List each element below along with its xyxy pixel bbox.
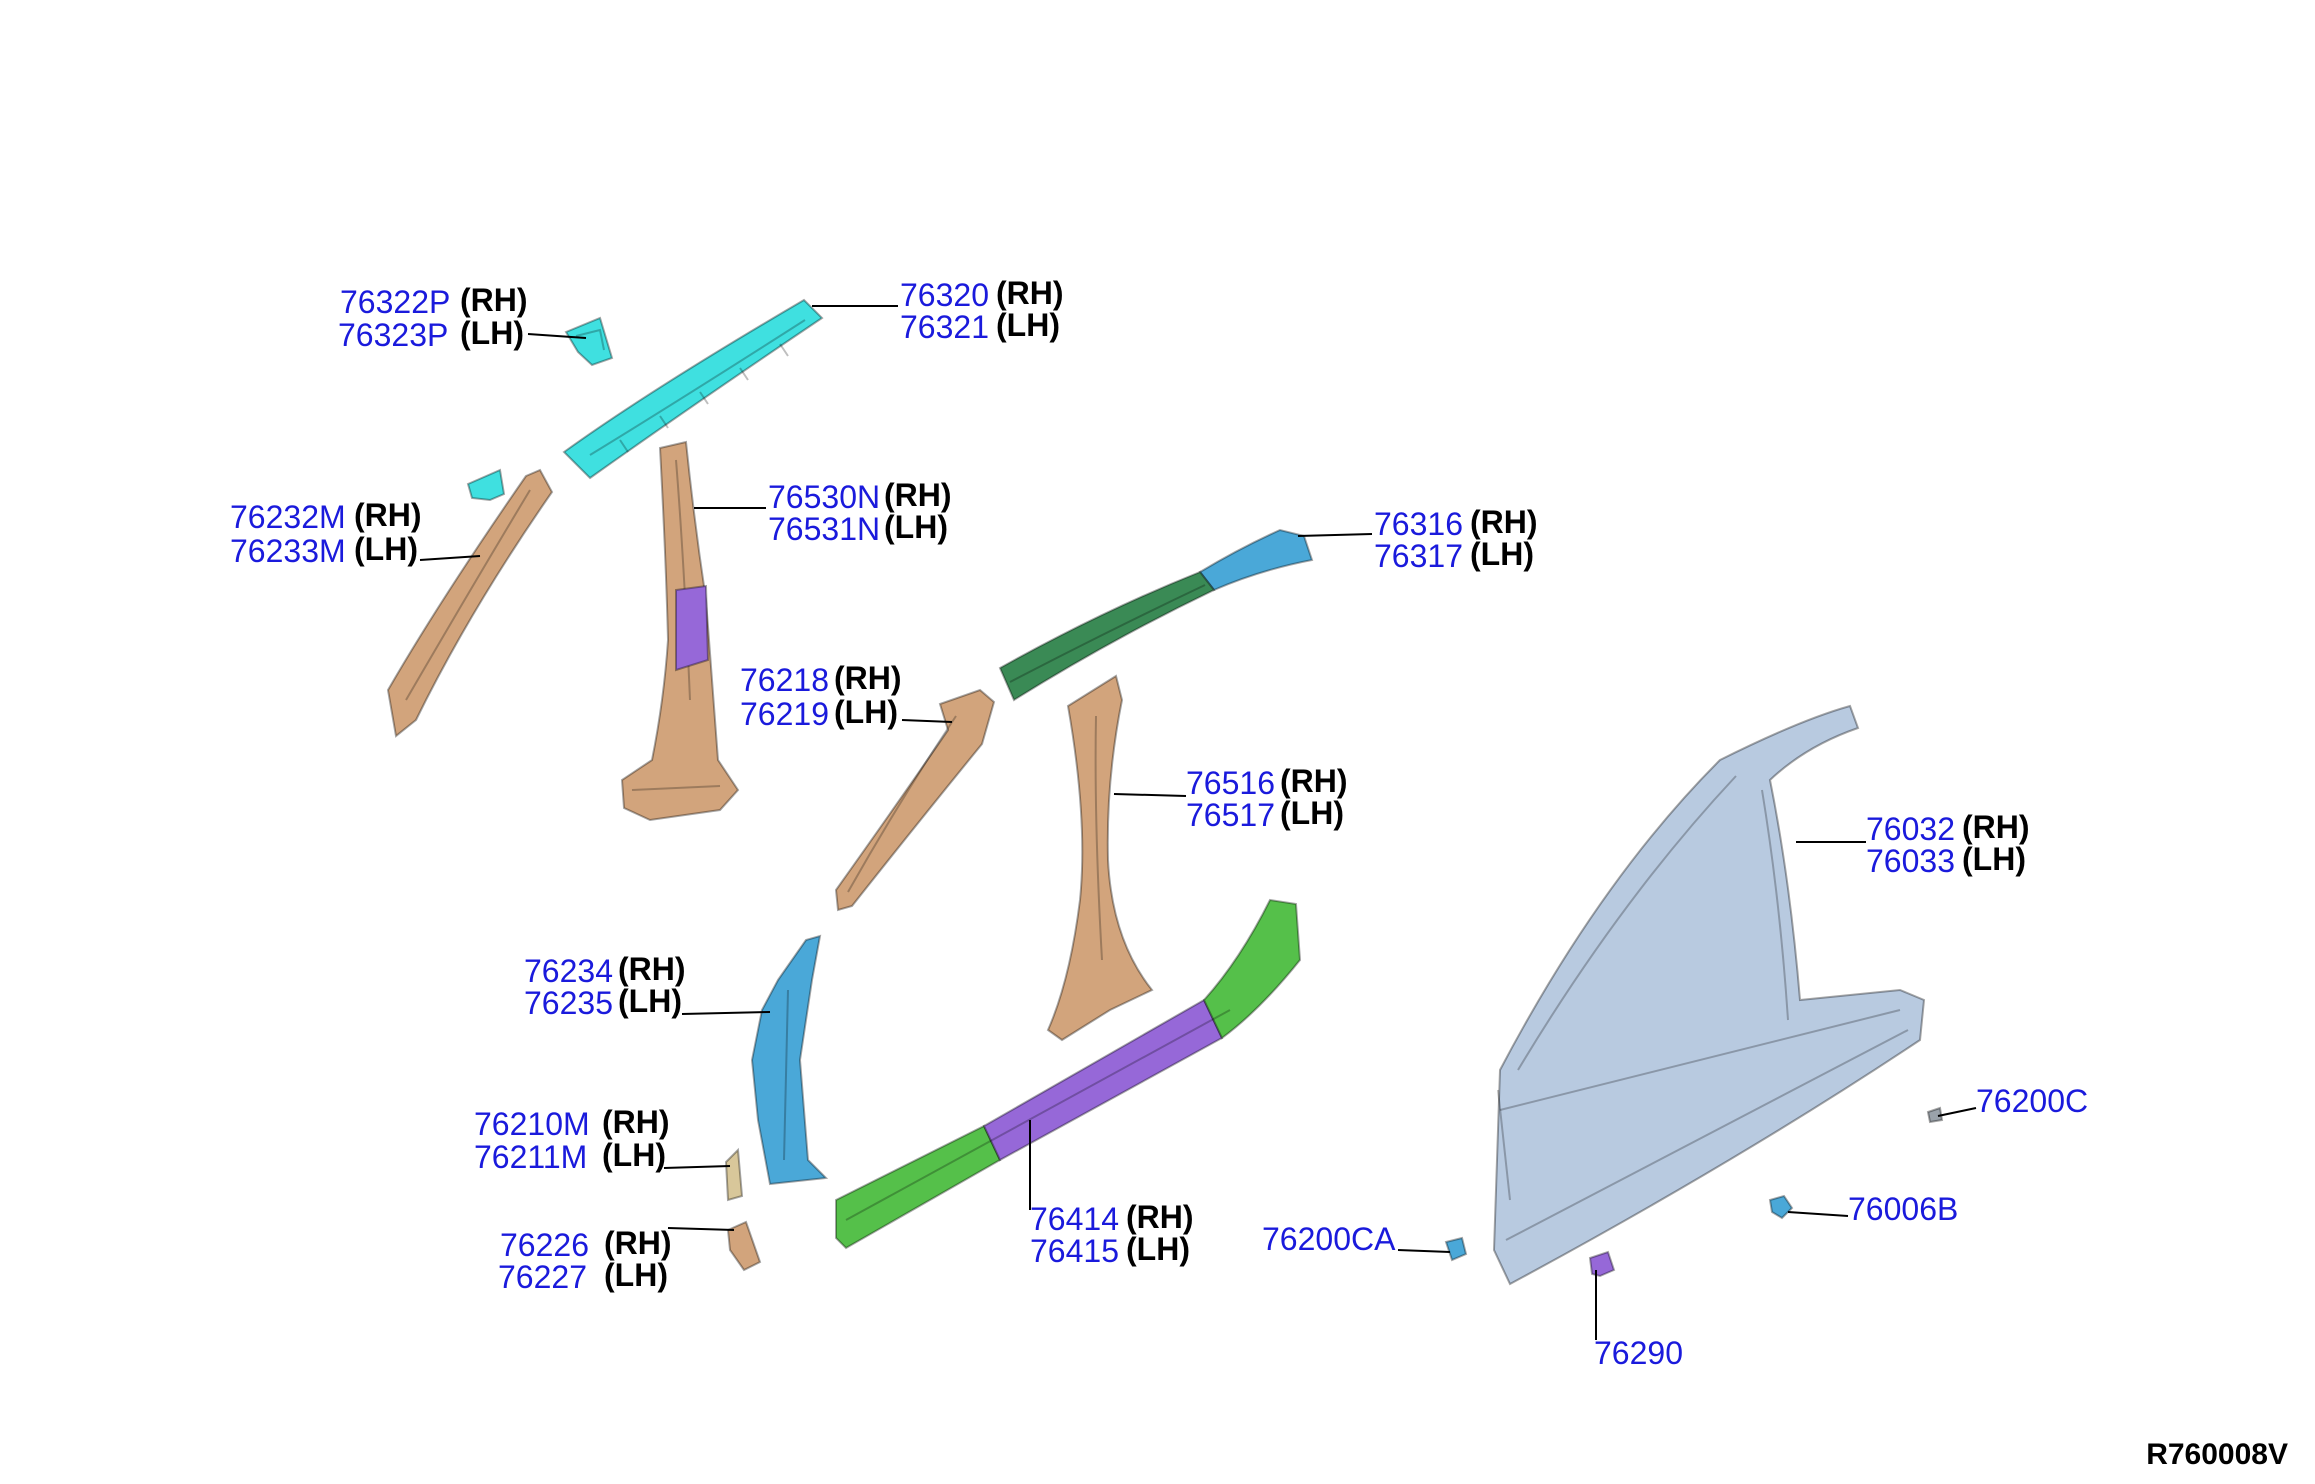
part-number-rh[interactable]: 76218 <box>740 662 829 698</box>
callout-76530n: 76530N (RH) 76531N (LH) <box>768 477 952 547</box>
side-label-lh: (LH) <box>602 1137 666 1173</box>
part-number-lh[interactable]: 76219 <box>740 696 829 732</box>
part-76516-lock-pillar <box>1046 674 1154 1042</box>
side-label-rh: (RH) <box>834 660 902 696</box>
side-label-lh: (LH) <box>834 694 898 730</box>
part-number-rh[interactable]: 76322P <box>340 284 450 320</box>
callout-76218: 76218 (RH) 76219 (LH) <box>740 660 902 732</box>
part-76530n-b-pillar <box>620 440 740 822</box>
side-label-rh: (RH) <box>1470 504 1538 540</box>
side-label-rh: (RH) <box>1280 763 1348 799</box>
leader-76516 <box>1113 793 1187 797</box>
part-number-rh[interactable]: 76032 <box>1866 811 1955 847</box>
part-number-rh[interactable]: 76232M <box>230 499 346 535</box>
part-number-76200ca[interactable]: 76200CA <box>1262 1221 1396 1257</box>
callout-76210m: 76210M (RH) 76211M (LH) <box>474 1104 670 1175</box>
leader-76316 <box>1297 533 1373 537</box>
leader-76226 <box>667 1227 735 1231</box>
leader-76210m <box>663 1165 731 1169</box>
side-label-rh: (RH) <box>1126 1199 1194 1235</box>
part-number-76006b[interactable]: 76006B <box>1848 1191 1958 1227</box>
part-number-lh[interactable]: 76531N <box>768 511 880 547</box>
side-label-lh: (LH) <box>1126 1231 1190 1267</box>
side-label-rh: (RH) <box>602 1104 670 1140</box>
part-number-lh[interactable]: 76235 <box>524 985 613 1021</box>
side-label-rh: (RH) <box>996 275 1064 311</box>
side-label-lh: (LH) <box>996 307 1060 343</box>
part-number-lh[interactable]: 76211M <box>474 1139 587 1175</box>
part-number-lh[interactable]: 76233M <box>230 533 346 569</box>
side-label-lh: (LH) <box>354 531 418 567</box>
side-label-rh: (RH) <box>354 497 422 533</box>
callout-76316: 76316 (RH) 76317 (LH) <box>1374 504 1538 574</box>
part-76322p-bracket <box>564 316 614 367</box>
part-76232m-a-pillar <box>386 468 554 738</box>
part-number-rh[interactable]: 76234 <box>524 953 613 989</box>
part-76032-body-side <box>1492 704 1926 1286</box>
part-76006b-clip <box>1768 1194 1794 1220</box>
side-label-rh: (RH) <box>460 282 528 318</box>
part-number-lh[interactable]: 76317 <box>1374 538 1463 574</box>
part-number-lh[interactable]: 76033 <box>1866 843 1955 879</box>
part-76226-bracket <box>726 1220 762 1272</box>
part-76320-roof-rail <box>562 298 824 480</box>
side-label-rh: (RH) <box>604 1225 672 1261</box>
side-label-lh: (LH) <box>1470 536 1534 572</box>
callout-76516: 76516 (RH) 76517 (LH) <box>1186 763 1348 833</box>
part-number-rh[interactable]: 76414 <box>1030 1201 1119 1237</box>
side-label-rh: (RH) <box>884 477 952 513</box>
side-label-rh: (RH) <box>1962 809 2030 845</box>
part-number-76200c[interactable]: 76200C <box>1976 1083 2088 1119</box>
part-76414-sill <box>835 898 1302 1250</box>
part-number-lh[interactable]: 76415 <box>1030 1233 1119 1269</box>
part-number-rh[interactable]: 76210M <box>474 1106 590 1142</box>
part-76316-rear-rail <box>1198 528 1314 592</box>
part-number-rh[interactable]: 76320 <box>900 277 989 313</box>
side-label-lh: (LH) <box>884 509 948 545</box>
side-label-lh: (LH) <box>1962 841 2026 877</box>
part-76316-roof-rail <box>998 570 1216 702</box>
callout-76234: 76234 (RH) 76235 (LH) <box>524 951 686 1021</box>
part-76232m-top-piece <box>466 468 506 502</box>
leader-76200c <box>1937 1107 1977 1117</box>
leader-76234 <box>681 1011 771 1015</box>
part-76210m-bracket <box>724 1147 744 1202</box>
leader-76006b <box>1787 1211 1849 1217</box>
callout-76226: 76226 (RH) 76227 (LH) <box>498 1225 672 1295</box>
leader-76232m <box>419 555 481 561</box>
callout-76322p: 76322P (RH) 76323P (LH) <box>338 282 528 353</box>
leader-76218 <box>901 719 953 723</box>
part-number-lh[interactable]: 76517 <box>1186 797 1275 833</box>
side-label-rh: (RH) <box>618 951 686 987</box>
part-number-lh[interactable]: 76227 <box>498 1259 587 1295</box>
part-number-rh[interactable]: 76516 <box>1186 765 1275 801</box>
part-number-lh[interactable]: 76321 <box>900 309 989 345</box>
part-76218-reinforcement <box>834 688 996 912</box>
side-label-lh: (LH) <box>604 1257 668 1293</box>
callout-76320: 76320 (RH) 76321 (LH) <box>900 275 1064 345</box>
part-number-lh[interactable]: 76323P <box>338 317 448 353</box>
part-number-rh[interactable]: 76530N <box>768 479 880 515</box>
part-76234-front-pillar <box>750 934 829 1186</box>
part-76200ca-clip <box>1444 1236 1468 1262</box>
leader-76322p <box>527 333 587 339</box>
side-label-lh: (LH) <box>1280 795 1344 831</box>
part-76290-bracket <box>1588 1250 1616 1278</box>
part-number-76290[interactable]: 76290 <box>1594 1335 1683 1371</box>
diagram-reference-code: R760008V <box>2146 1438 2288 1471</box>
side-label-lh: (LH) <box>460 315 524 351</box>
leader-76200ca <box>1397 1249 1451 1253</box>
callout-76232m: 76232M (RH) 76233M (LH) <box>230 497 422 569</box>
callout-76414: 76414 (RH) 76415 (LH) <box>1030 1199 1194 1269</box>
side-label-lh: (LH) <box>618 983 682 1019</box>
part-number-rh[interactable]: 76226 <box>500 1227 589 1263</box>
callout-76032: 76032 (RH) 76033 (LH) <box>1866 809 2030 879</box>
part-76200c-clip <box>1926 1106 1944 1124</box>
part-number-rh[interactable]: 76316 <box>1374 506 1463 542</box>
